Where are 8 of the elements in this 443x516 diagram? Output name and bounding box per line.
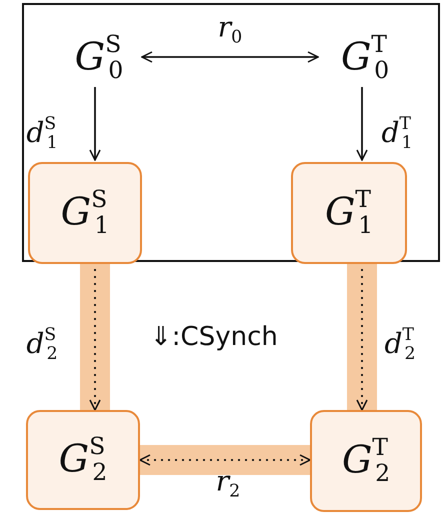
rounded-box: [291, 162, 407, 264]
rounded-box: [26, 410, 140, 510]
annotation-text: ⇓:CSynch: [150, 322, 278, 352]
edge-label: r$_{2}$: [216, 464, 240, 498]
group-frame: [22, 3, 440, 262]
rounded-box: [28, 162, 142, 264]
rounded-box: [310, 410, 422, 512]
edge-label: r$_{0}$: [218, 10, 242, 44]
